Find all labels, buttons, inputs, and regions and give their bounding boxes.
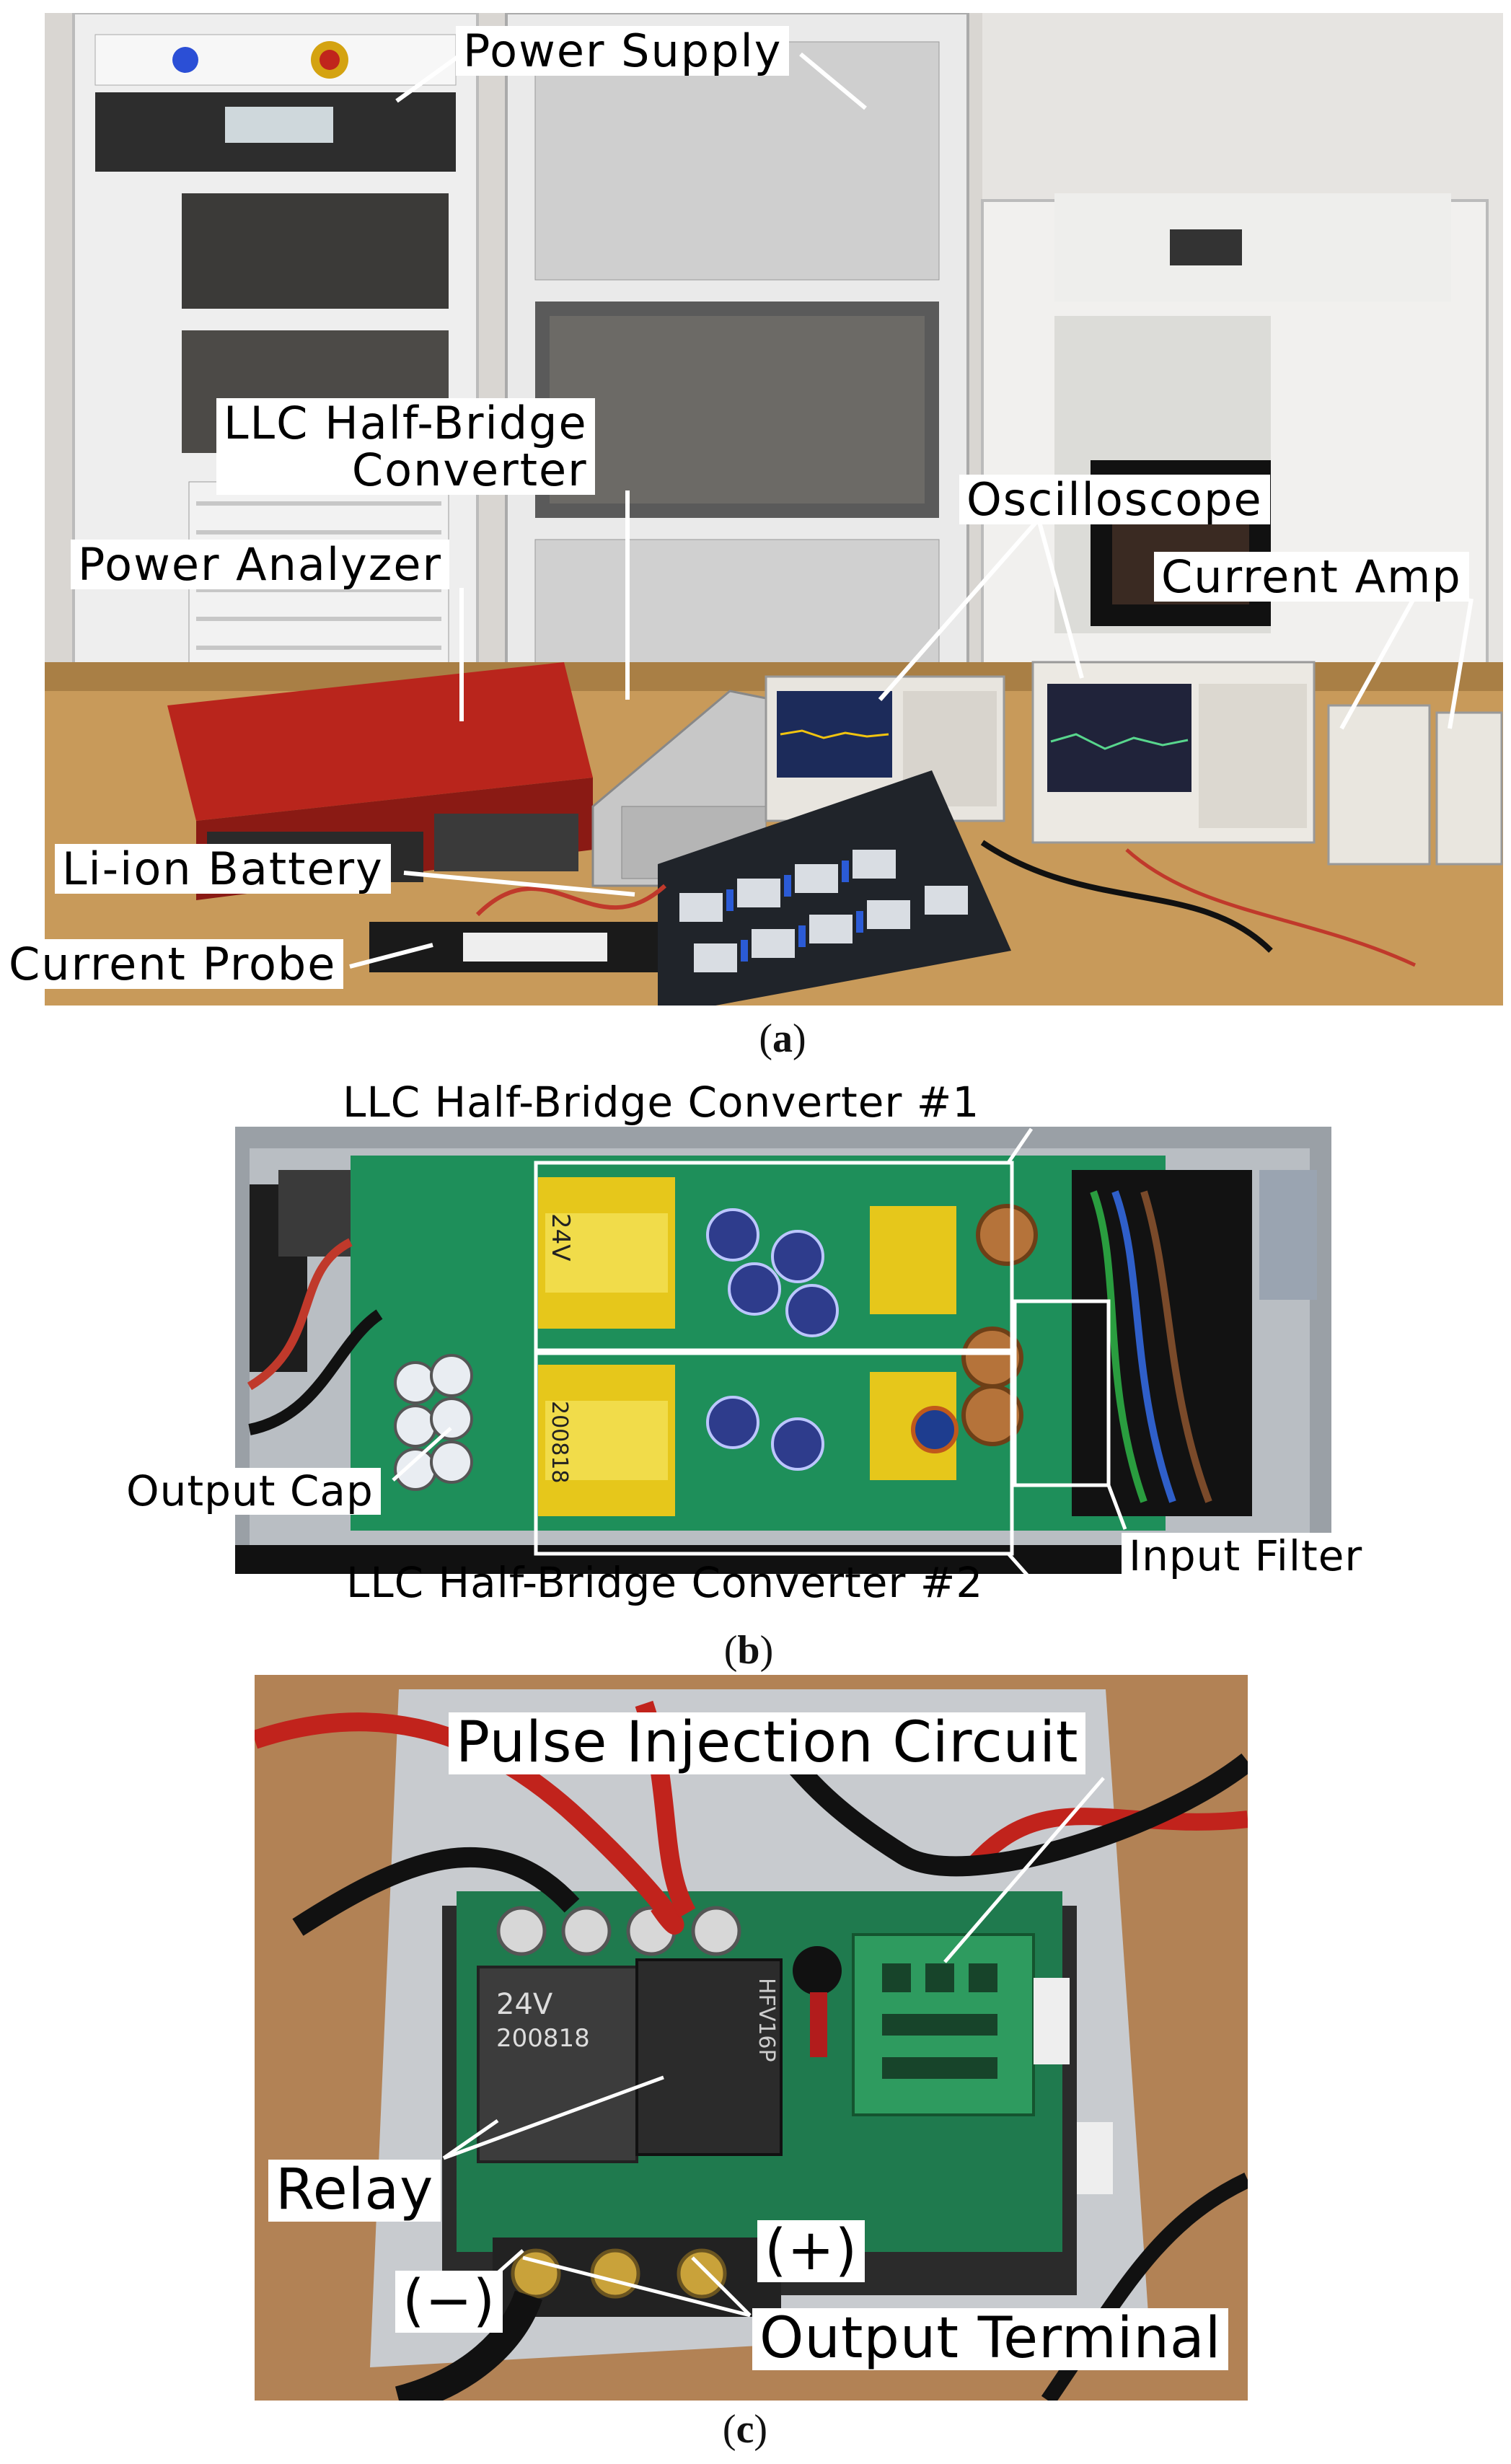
label-power-analyzer: Power Analyzer bbox=[71, 540, 449, 590]
label-current-probe: Current Probe bbox=[1, 939, 344, 990]
label-oscilloscope: Oscilloscope bbox=[959, 475, 1270, 525]
transformer-marking-1: 24V bbox=[546, 1213, 575, 1262]
label-converter-1: LLC Half-Bridge Converter #1 bbox=[343, 1078, 980, 1127]
label-plus-terminal: (+) bbox=[757, 2220, 865, 2282]
transformer-marking-2: 200818 bbox=[547, 1401, 572, 1484]
panel-b-photo: 24V 200818 bbox=[235, 1127, 1331, 1574]
label-output-terminal: Output Terminal bbox=[752, 2308, 1229, 2370]
label-pulse-injection-circuit: Pulse Injection Circuit bbox=[449, 1712, 1086, 1774]
label-current-amp: Current Amp bbox=[1154, 552, 1469, 602]
caption-b: (b) bbox=[723, 1628, 774, 1673]
label-power-supply: Power Supply bbox=[456, 26, 790, 76]
relay-marking-model: HFV16P bbox=[754, 1978, 779, 2062]
label-converter-2: LLC Half-Bridge Converter #2 bbox=[346, 1558, 984, 1607]
label-output-cap: Output Cap bbox=[119, 1468, 381, 1515]
label-minus-terminal: (−) bbox=[395, 2271, 503, 2333]
label-input-filter: Input Filter bbox=[1122, 1533, 1370, 1580]
label-li-ion-battery: Li-ion Battery bbox=[55, 844, 391, 894]
relay-marking-date: 200818 bbox=[496, 2024, 590, 2053]
label-relay: Relay bbox=[268, 2160, 441, 2222]
caption-c: (c) bbox=[722, 2407, 768, 2452]
converter-board-photo: 24V 200818 bbox=[235, 1127, 1331, 1574]
relay-marking-voltage: 24V bbox=[496, 1988, 553, 2021]
label-llc-converter: LLC Half-Bridge Converter bbox=[216, 398, 595, 496]
caption-a: (a) bbox=[759, 1016, 806, 1061]
